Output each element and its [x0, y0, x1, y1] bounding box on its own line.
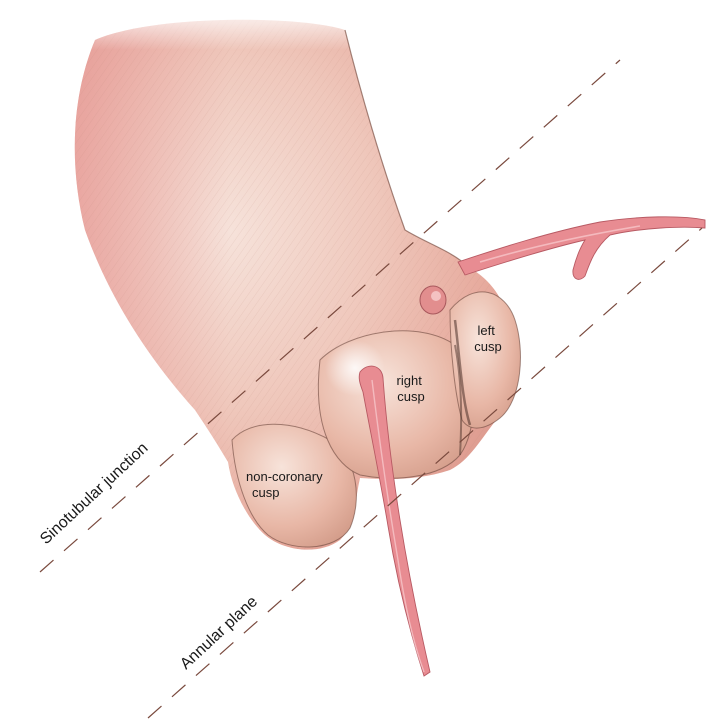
left-cusp-label: left cusp [474, 323, 501, 354]
annular-plane-label: Annular plane [177, 593, 261, 673]
right-cusp-shape [318, 331, 473, 478]
sinotubular-junction-label: Sinotubular junction [37, 440, 151, 548]
right-cusp-label: right cusp [397, 373, 426, 404]
left-coronary-artery [458, 217, 705, 280]
left-coronary-ostium [420, 286, 446, 314]
